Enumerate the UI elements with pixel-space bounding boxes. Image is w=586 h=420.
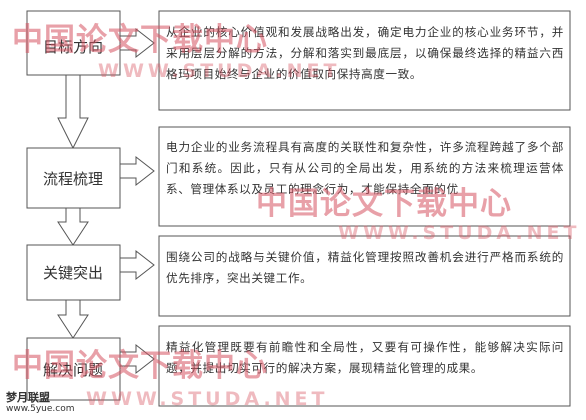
site-logo-text: 梦月联盟 [6,391,50,404]
step-label-3: 关键突出 [43,264,103,282]
right-arrow-icon [119,155,155,187]
site-url: www.5yue.com [6,404,75,414]
right-arrow-icon [119,343,155,375]
step-label-4: 解决问题 [43,361,103,379]
description-box-3 [158,235,571,317]
step-box-2 [26,147,121,209]
down-arrow-icon [57,74,89,150]
step-label-2: 流程梳理 [43,170,103,188]
step-box-3 [26,244,121,301]
down-arrow-icon [57,207,89,246]
right-arrow-icon [119,27,155,59]
description-text-4: 精益化管理既要有前瞻性和全局性，又要有可操作性，能够解决实际问题，并提出切实可行… [166,340,564,375]
description-box-1 [158,10,571,111]
step-box-1 [26,10,121,76]
description-box-2 [158,126,571,227]
down-arrow-icon [57,299,89,339]
step-label-1: 目标方向 [43,38,103,56]
right-arrow-icon [119,249,155,281]
description-text-2: 电力企业的业务流程具有高度的关联性和复杂性，许多流程跨越了多个部门和系统。因此，… [166,140,564,196]
step-box-4 [26,337,121,401]
description-text-1: 从企业的核心价值观和发展战略出发，确定电力企业的核心业务环节，并采用层层分解的方… [166,25,564,81]
description-box-4 [158,325,571,407]
description-text-3: 围绕公司的战略与关键价值，精益化管理按照改善机会进行严格而系统的优先排序，突出关… [166,250,564,285]
